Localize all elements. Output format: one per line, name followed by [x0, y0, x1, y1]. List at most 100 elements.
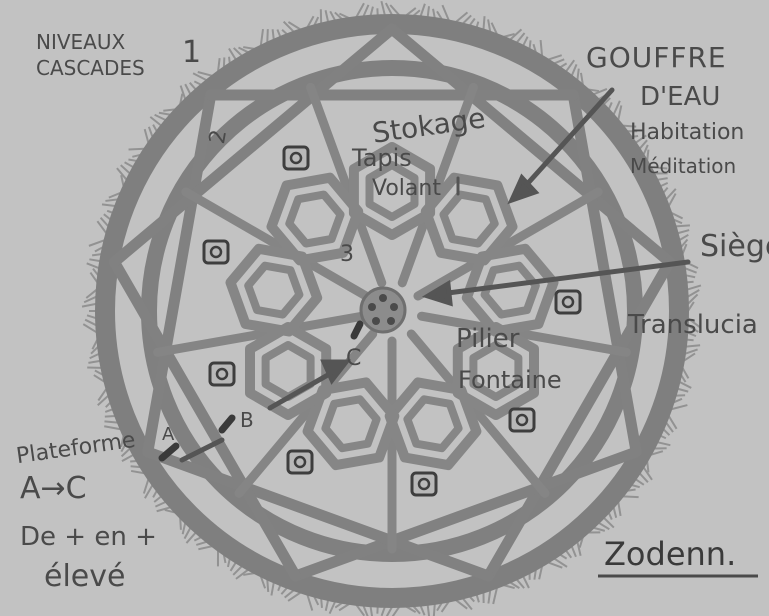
grass-blade — [679, 382, 691, 388]
grass-blade — [470, 18, 475, 25]
grass-blade — [433, 9, 435, 18]
grass-blade — [231, 562, 236, 570]
grass-blade — [548, 55, 562, 59]
grass-blade — [82, 304, 96, 307]
grass-blade — [599, 523, 610, 529]
grass-blade — [371, 606, 373, 616]
grass-blade — [190, 83, 196, 90]
level-3-label: 3 — [340, 244, 354, 266]
grass-blade — [145, 129, 149, 143]
de-plus-en-plus-label: De + en + — [20, 524, 157, 550]
grass-blade — [678, 230, 690, 233]
grass-blade — [572, 546, 576, 557]
siege-label: Siège — [700, 232, 769, 262]
grass-blade — [155, 502, 165, 507]
marker-frame — [210, 363, 234, 385]
grass-blade — [88, 361, 100, 363]
grass-blade — [685, 268, 697, 272]
grass-blade — [560, 63, 566, 67]
grass-blade — [89, 240, 105, 246]
grass-blade — [572, 64, 577, 75]
fountain-hole — [372, 317, 380, 325]
grass-blade — [541, 40, 542, 56]
grass-blade — [243, 47, 254, 49]
grass-blade — [657, 442, 670, 445]
grass-blade — [640, 473, 648, 482]
grass-blade — [87, 315, 96, 318]
habitation-label: Habitation — [630, 122, 744, 144]
grass-blade — [105, 409, 113, 412]
grass-blade — [676, 225, 690, 226]
grass-blade — [128, 160, 136, 161]
pod-ring — [407, 399, 458, 448]
grass-blade — [428, 605, 429, 616]
grass-blade — [631, 485, 639, 487]
grass-blade — [382, 607, 385, 616]
grass-blade — [428, 6, 429, 17]
grass-blade — [566, 60, 574, 71]
translucia-label: Translucia — [628, 312, 758, 338]
grass-blade — [609, 102, 612, 109]
niveaux-label: NIVEAUX — [36, 32, 125, 52]
marker-frame — [288, 451, 312, 473]
grass-blade — [326, 10, 329, 22]
fountain-hole — [390, 303, 398, 311]
eleve-label: élevé — [44, 562, 125, 592]
grass-blade — [577, 69, 578, 81]
grass-blade — [657, 178, 667, 180]
grass-blade — [678, 389, 689, 392]
grass-blade — [271, 582, 273, 595]
grass-blade — [371, 7, 373, 16]
grass-blade — [233, 566, 242, 575]
grass-blade — [105, 199, 117, 201]
grass-blade — [356, 3, 364, 17]
grass-blade — [614, 507, 617, 517]
grass-blade — [488, 19, 490, 31]
grass-blade — [194, 537, 201, 540]
habitation-pod — [250, 327, 326, 415]
grass-blade — [421, 606, 425, 616]
grass-blade — [493, 588, 497, 604]
fontaine-label: Fontaine — [458, 368, 562, 392]
marker-b-label: B — [240, 410, 254, 430]
grass-blade — [196, 542, 206, 545]
grass-blade — [149, 127, 153, 137]
grass-blade — [155, 115, 166, 120]
grass-blade — [277, 29, 280, 36]
grass-blade — [330, 601, 336, 613]
grass-blade — [434, 604, 435, 616]
pod-ring — [325, 399, 376, 448]
grass-blade — [504, 585, 515, 588]
pod-ring — [250, 327, 326, 415]
grass-blade — [554, 59, 564, 63]
grass-blade — [636, 479, 644, 485]
pod-ring — [390, 382, 477, 465]
grass-blade — [194, 81, 201, 84]
grass-blade — [104, 426, 120, 429]
grass-blade — [92, 254, 101, 255]
grass-blade — [618, 105, 621, 120]
grass-blade — [463, 15, 471, 23]
grass-blade — [105, 416, 115, 417]
platform-marker — [288, 451, 312, 473]
grass-blade — [198, 72, 213, 76]
gouffre-label: GOUFFRE — [586, 44, 727, 72]
grass-blade — [228, 559, 230, 567]
marker-a-label: A — [162, 426, 174, 444]
marker-c-label: C — [346, 348, 361, 370]
grass-blade — [85, 320, 96, 326]
grass-blade — [125, 162, 134, 167]
grass-blade — [663, 429, 669, 435]
grass-blade — [523, 37, 527, 46]
marker-frame — [204, 241, 228, 263]
platform-marker — [204, 241, 228, 263]
pod-ring — [444, 195, 495, 244]
volant-label: Volant — [372, 178, 441, 200]
fountain-hole — [379, 294, 387, 302]
a-to-c-label: A→C — [20, 474, 87, 504]
grass-blade — [685, 349, 698, 353]
grass-blade — [185, 528, 191, 539]
grass-blade — [363, 5, 368, 16]
grass-blade — [660, 183, 667, 186]
grass-blade — [267, 29, 268, 42]
